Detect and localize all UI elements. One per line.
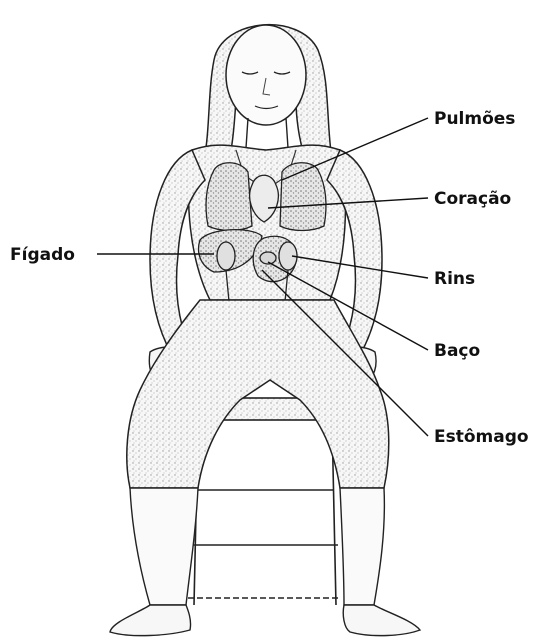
label-stomach: Estômago [434,427,529,447]
leg-left [130,488,198,605]
label-lungs: Pulmões [434,109,515,129]
head [226,25,306,125]
label-spleen: Baço [434,341,480,361]
label-kidneys: Rins [434,269,475,289]
foot-left [110,605,191,636]
lung-right [280,163,326,231]
kidney-left [217,242,235,270]
leg-right [340,488,384,605]
label-liver: Fígado [10,245,75,265]
lung-left [206,163,252,231]
label-heart: Coração [434,189,511,209]
foot-right [343,605,420,636]
